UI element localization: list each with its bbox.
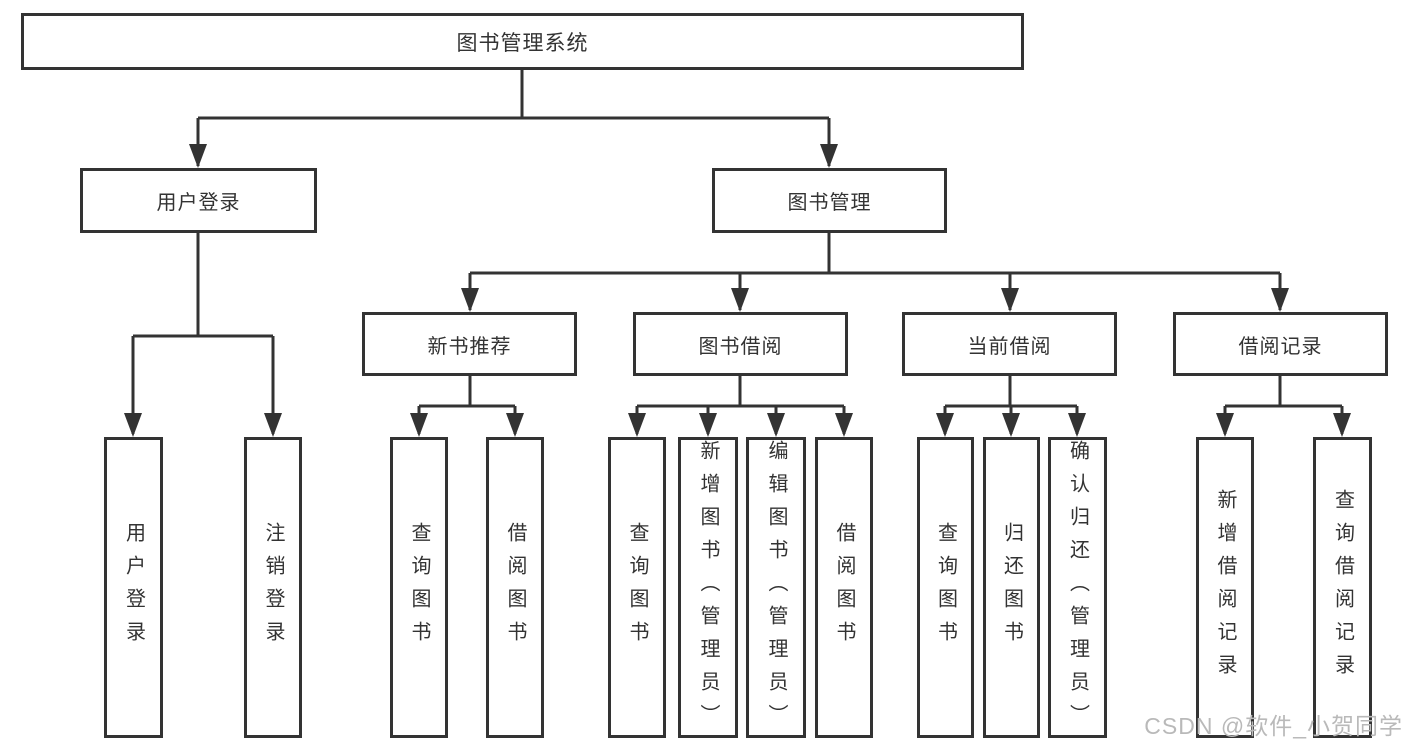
leaf-logout: 注销登录 [244, 437, 302, 738]
connector-new-book-to-leaves [410, 376, 524, 437]
node-book-management: 图书管理 [712, 168, 947, 233]
leaf-query-books-recommend: 查询图书 [390, 437, 448, 738]
connector-user-login-to-leaves [124, 233, 282, 437]
leaf-query-books-current: 查询图书 [917, 437, 974, 738]
leaf-borrow-books: 借阅图书 [815, 437, 873, 738]
connector-book-borrow-to-leaves [628, 376, 853, 437]
connector-records-to-leaves [1216, 376, 1351, 437]
leaf-confirm-return-admin: 确认归还（管理员） [1048, 437, 1107, 738]
connector-root-to-level2 [189, 69, 838, 168]
leaf-add-borrow-record: 新增借阅记录 [1196, 437, 1254, 738]
leaf-query-borrow-record: 查询借阅记录 [1313, 437, 1372, 738]
leaf-edit-books-admin: 编辑图书（管理员） [746, 437, 806, 738]
node-borrow-records: 借阅记录 [1173, 312, 1388, 376]
node-root: 图书管理系统 [21, 13, 1024, 70]
node-user-login: 用户登录 [80, 168, 317, 233]
leaf-user-login: 用户登录 [104, 437, 163, 738]
watermark: CSDN @软件_小贺同学 [1144, 713, 1403, 739]
leaf-borrow-books-recommend: 借阅图书 [486, 437, 544, 738]
leaf-query-books-borrow: 查询图书 [608, 437, 666, 738]
connector-current-borrow-to-leaves [936, 376, 1086, 437]
node-new-book-recommend: 新书推荐 [362, 312, 577, 376]
node-book-borrow: 图书借阅 [633, 312, 848, 376]
node-current-borrow: 当前借阅 [902, 312, 1117, 376]
leaf-return-books: 归还图书 [983, 437, 1040, 738]
leaf-add-books-admin: 新增图书（管理员） [678, 437, 738, 738]
connector-book-mgmt-to-level3 [461, 233, 1289, 312]
